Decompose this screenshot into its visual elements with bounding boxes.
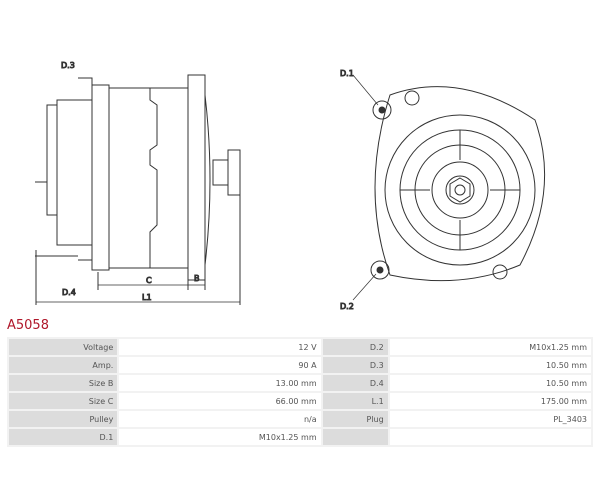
spec-value: 175.00 mm (387, 391, 594, 411)
spec-value: 10.50 mm (387, 355, 594, 375)
spec-label: Voltage (6, 337, 120, 357)
spec-value: 90 A (117, 355, 323, 375)
label-b: B (194, 274, 200, 283)
label-d1: D.1 (340, 69, 354, 78)
spec-label: Size C (6, 391, 120, 411)
spec-value: 12 V (117, 337, 323, 357)
spec-value: M10x1.25 mm (387, 337, 594, 357)
spec-value: PL_3403 (387, 409, 594, 429)
front-view (352, 74, 546, 301)
label-d4: D.4 (62, 288, 76, 297)
spec-value: 13.00 mm (117, 373, 323, 393)
spec-label: D.3 (320, 355, 390, 375)
spec-label: D.4 (320, 373, 390, 393)
spec-label: Size B (6, 373, 120, 393)
spec-value: n/a (117, 409, 323, 429)
label-d3: D.3 (61, 61, 75, 70)
spec-value (387, 427, 594, 447)
label-d2: D.2 (340, 302, 354, 311)
spec-label: Amp. (6, 355, 120, 375)
label-l1: L1 (142, 293, 152, 302)
spec-value: 66.00 mm (117, 391, 323, 411)
spec-value: 10.50 mm (387, 373, 594, 393)
label-c: C (146, 276, 152, 285)
spec-label: Pulley (6, 409, 120, 429)
spec-value: M10x1.25 mm (117, 427, 323, 447)
spec-label: L.1 (320, 391, 390, 411)
alternator-drawing: D.3 D.4 C B L1 D.1 D.2 (35, 61, 546, 312)
part-number: A5058 (7, 318, 49, 333)
spec-label (320, 427, 390, 447)
spec-label: D.1 (6, 427, 120, 447)
side-view (35, 74, 241, 305)
spec-label: Plug (320, 409, 390, 429)
spec-label: D.2 (320, 337, 390, 357)
